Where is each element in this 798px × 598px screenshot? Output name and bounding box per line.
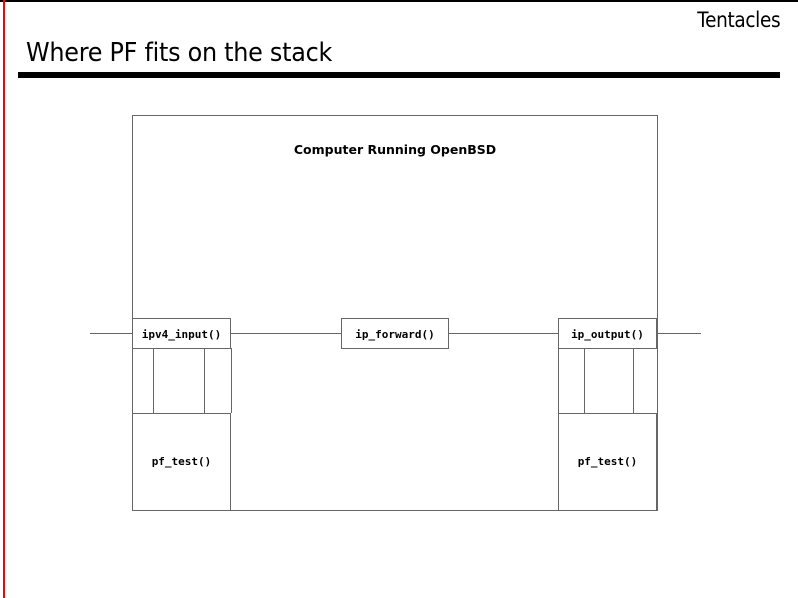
egress-wire [657,333,701,334]
title-underline-rule [18,72,780,78]
wire-forward-to-output [449,333,558,334]
node-pf-test-out [558,413,657,511]
branch-right-outer [558,348,559,413]
top-border-rule [0,0,798,2]
left-accent-rule [3,0,5,598]
node-pf-test-out-label: pf_test() [577,455,638,468]
page-title: Where PF fits on the stack [26,38,333,68]
branch-right-inner-a [584,348,585,413]
node-ipv4-input [132,318,231,349]
node-ip-forward-label: ip_forward() [355,328,435,341]
branch-left-inner-b [204,348,205,413]
deck-name: Tentacles [697,8,780,32]
branch-right-inner-b [633,348,634,413]
node-pf-test-in-label: pf_test() [151,455,212,468]
node-ipv4-input-label: ipv4_input() [141,328,222,341]
ingress-wire [90,333,132,334]
node-ip-output-label: ip_output() [571,328,644,341]
node-ip-output [558,318,657,349]
host-label: Computer Running OpenBSD [293,142,497,157]
branch-left-inner-a [153,348,154,413]
wire-input-to-forward [231,333,341,334]
node-pf-test-in [132,413,231,511]
host-boundary-box [132,115,658,511]
node-ip-forward [341,318,449,349]
branch-left-outer [231,348,232,413]
